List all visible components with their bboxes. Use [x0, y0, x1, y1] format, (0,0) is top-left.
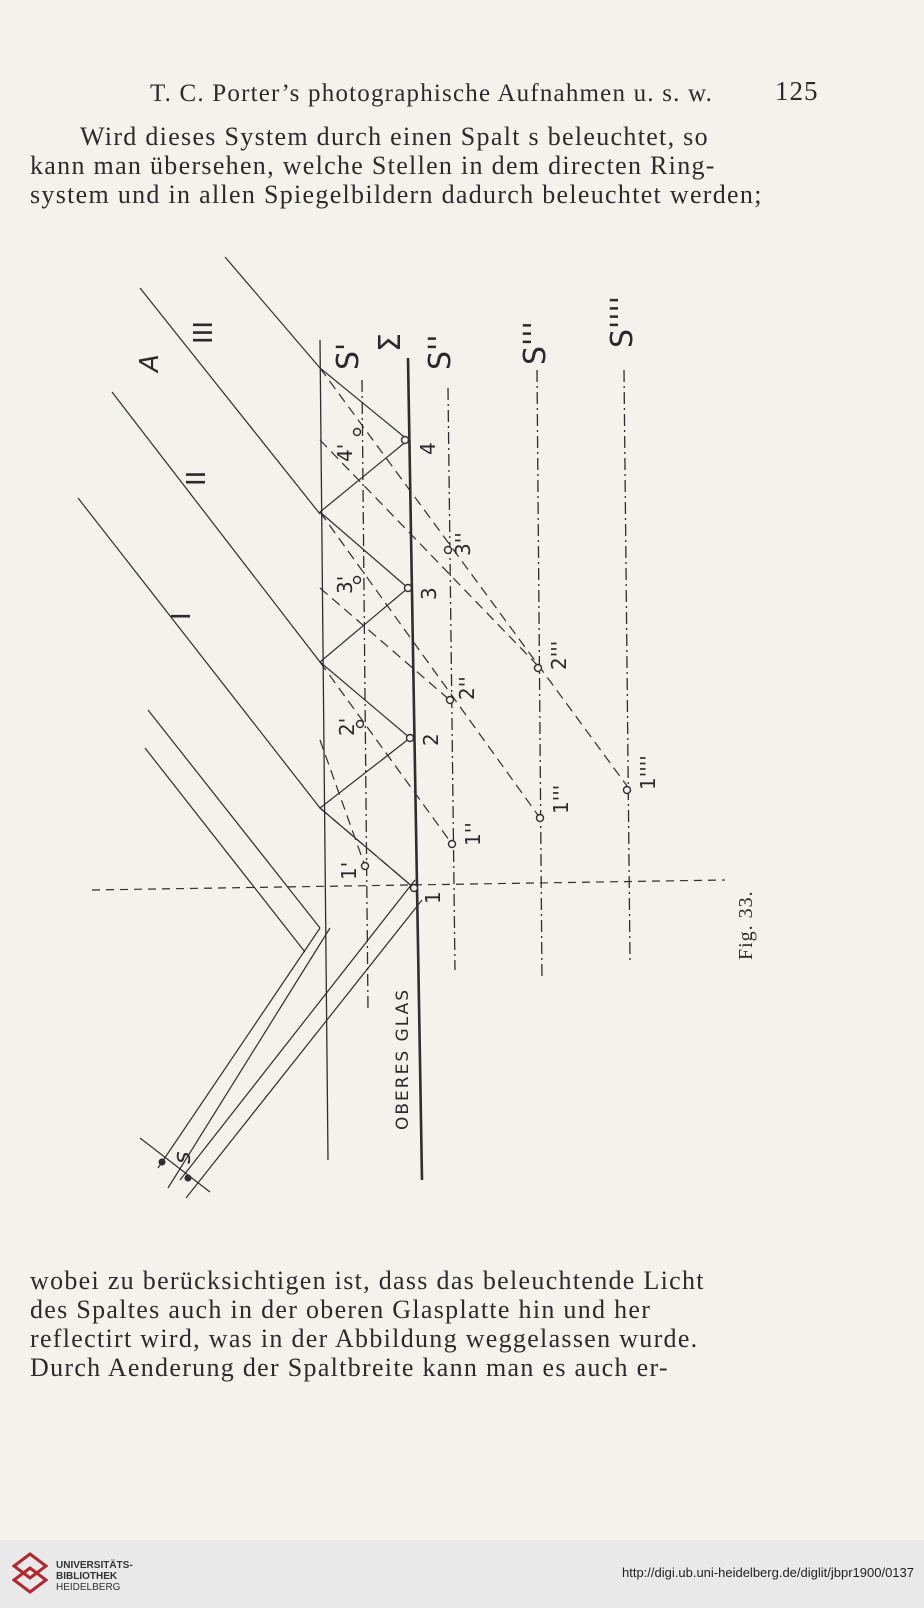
- text-line: des Spaltes auch in der oberen Glasplatt…: [30, 1295, 652, 1324]
- text-line: reflectirt wird, was in der Abbildung we…: [30, 1324, 699, 1353]
- ray-line: [157, 927, 321, 1169]
- dashdot-line: [623, 369, 631, 961]
- point-1-prime: [360, 861, 370, 871]
- label-2-prime: 2': [335, 718, 359, 736]
- point-1-triple-prime: [535, 813, 545, 823]
- vertical-line: [319, 339, 329, 1161]
- text-line: Durch Aenderung der Spaltbreite kann man…: [30, 1353, 669, 1382]
- label-oberes-glas: OBERES GLAS: [393, 988, 413, 1130]
- library-line: UNIVERSITÄTS-: [56, 1560, 133, 1571]
- label-4-prime: 4': [333, 444, 357, 462]
- label-S4: S'''': [605, 296, 640, 348]
- horizontal-dashed-line: [91, 879, 726, 891]
- ray-line: [167, 927, 331, 1189]
- permalink-url[interactable]: http://digi.ub.uni-heidelberg.de/diglit/…: [622, 1565, 914, 1580]
- label-S1: S': [331, 343, 366, 370]
- point-1: [409, 883, 419, 893]
- dashed-ray: [319, 807, 415, 889]
- library-line: BIBLIOTHEK: [56, 1571, 118, 1582]
- label-sigma: Σ: [373, 333, 408, 352]
- dashdot-line: [536, 369, 543, 981]
- library-name: UNIVERSITÄTS- BIBLIOTHEK HEIDELBERG: [56, 1560, 133, 1593]
- point-1-double-prime: [447, 839, 457, 849]
- label-1-prime: 1': [337, 862, 361, 880]
- point-2: [405, 733, 415, 743]
- book-page: T. C. Porter’s photographische Aufnahmen…: [0, 76, 924, 1382]
- ray-line: [139, 1137, 211, 1193]
- label-A: A: [135, 354, 165, 374]
- ray-line: [185, 899, 423, 1199]
- paragraph-bottom: wobei zu berücksichtigen ist, dass das b…: [30, 1266, 830, 1382]
- dashed-ray: [319, 439, 541, 669]
- label-3-prime: 3': [333, 576, 357, 594]
- point-3-double-prime: [443, 545, 453, 555]
- point-2-prime: [355, 719, 365, 729]
- point-2-double-prime: [445, 695, 455, 705]
- slit-point: [184, 1174, 192, 1182]
- figure-33: A III II I S' Σ S'' S''' S'''' 4' 4 3'' …: [0, 240, 924, 1230]
- dashed-ray: [319, 367, 631, 791]
- ray-line: [179, 879, 416, 1181]
- label-I: I: [167, 612, 197, 620]
- ray-line: [77, 497, 321, 809]
- dashed-ray: [319, 661, 453, 845]
- label-II: II: [182, 471, 212, 486]
- glass-line: [406, 357, 424, 1181]
- paragraph-top: Wird dieses System durch einen Spalt s b…: [30, 122, 830, 209]
- label-1: 1: [421, 891, 445, 904]
- point-3: [403, 583, 413, 593]
- library-line: HEIDELBERG: [56, 1582, 121, 1593]
- label-2: 2: [419, 733, 443, 746]
- text-line: Wird dieses System durch einen Spalt s b…: [80, 122, 709, 151]
- label-2-triple-prime: 2''': [547, 641, 571, 670]
- label-1-double-prime: 1'': [461, 822, 485, 846]
- label-1-triple-prime: 1''': [549, 785, 573, 814]
- dashdot-line: [361, 379, 369, 1011]
- point-3-prime: [352, 575, 362, 585]
- library-footer: UNIVERSITÄTS- BIBLIOTHEK HEIDELBERG http…: [0, 1540, 924, 1608]
- running-title: T. C. Porter’s photographische Aufnahmen…: [150, 80, 714, 107]
- label-3: 3: [417, 587, 441, 600]
- page-number: 125: [775, 76, 819, 106]
- label-1-quadruple-prime: 1'''': [636, 755, 660, 790]
- point-4-prime: [352, 427, 362, 437]
- label-slit-s: s: [168, 1151, 196, 1164]
- label-3-double-prime: 3'': [451, 532, 475, 556]
- text-line: kann man übersehen, welche Stellen in de…: [30, 151, 716, 180]
- dashed-ray: [319, 511, 541, 819]
- label-2-double-prime: 2'': [455, 676, 479, 700]
- figure-caption: Fig. 33.: [735, 890, 757, 960]
- label-4: 4: [416, 442, 440, 455]
- label-S3: S''': [518, 321, 553, 365]
- ray-line: [224, 256, 321, 369]
- ray-line: [139, 287, 321, 515]
- text-line: wobei zu berücksichtigen ist, dass das b…: [30, 1266, 705, 1295]
- ray-line: [147, 709, 321, 929]
- ray-line: [111, 391, 321, 663]
- ray-line: [144, 747, 306, 953]
- library-logo-icon: [12, 1552, 48, 1594]
- point-1-quadruple-prime: [622, 785, 632, 795]
- optics-diagram: A III II I S' Σ S'' S''' S'''' 4' 4 3'' …: [77, 256, 726, 1199]
- slit-point: [158, 1158, 166, 1166]
- text-line: system und in allen Spiegelbildern dadur…: [30, 180, 763, 209]
- dashed-ray: [319, 587, 453, 703]
- reflection-zigzag: [319, 367, 415, 889]
- point-2-triple-prime: [533, 663, 543, 673]
- point-4: [400, 435, 410, 445]
- dashdot-line: [447, 387, 456, 971]
- label-S2: S'': [423, 334, 458, 370]
- label-III: III: [189, 321, 219, 344]
- dashed-ray: [319, 739, 366, 867]
